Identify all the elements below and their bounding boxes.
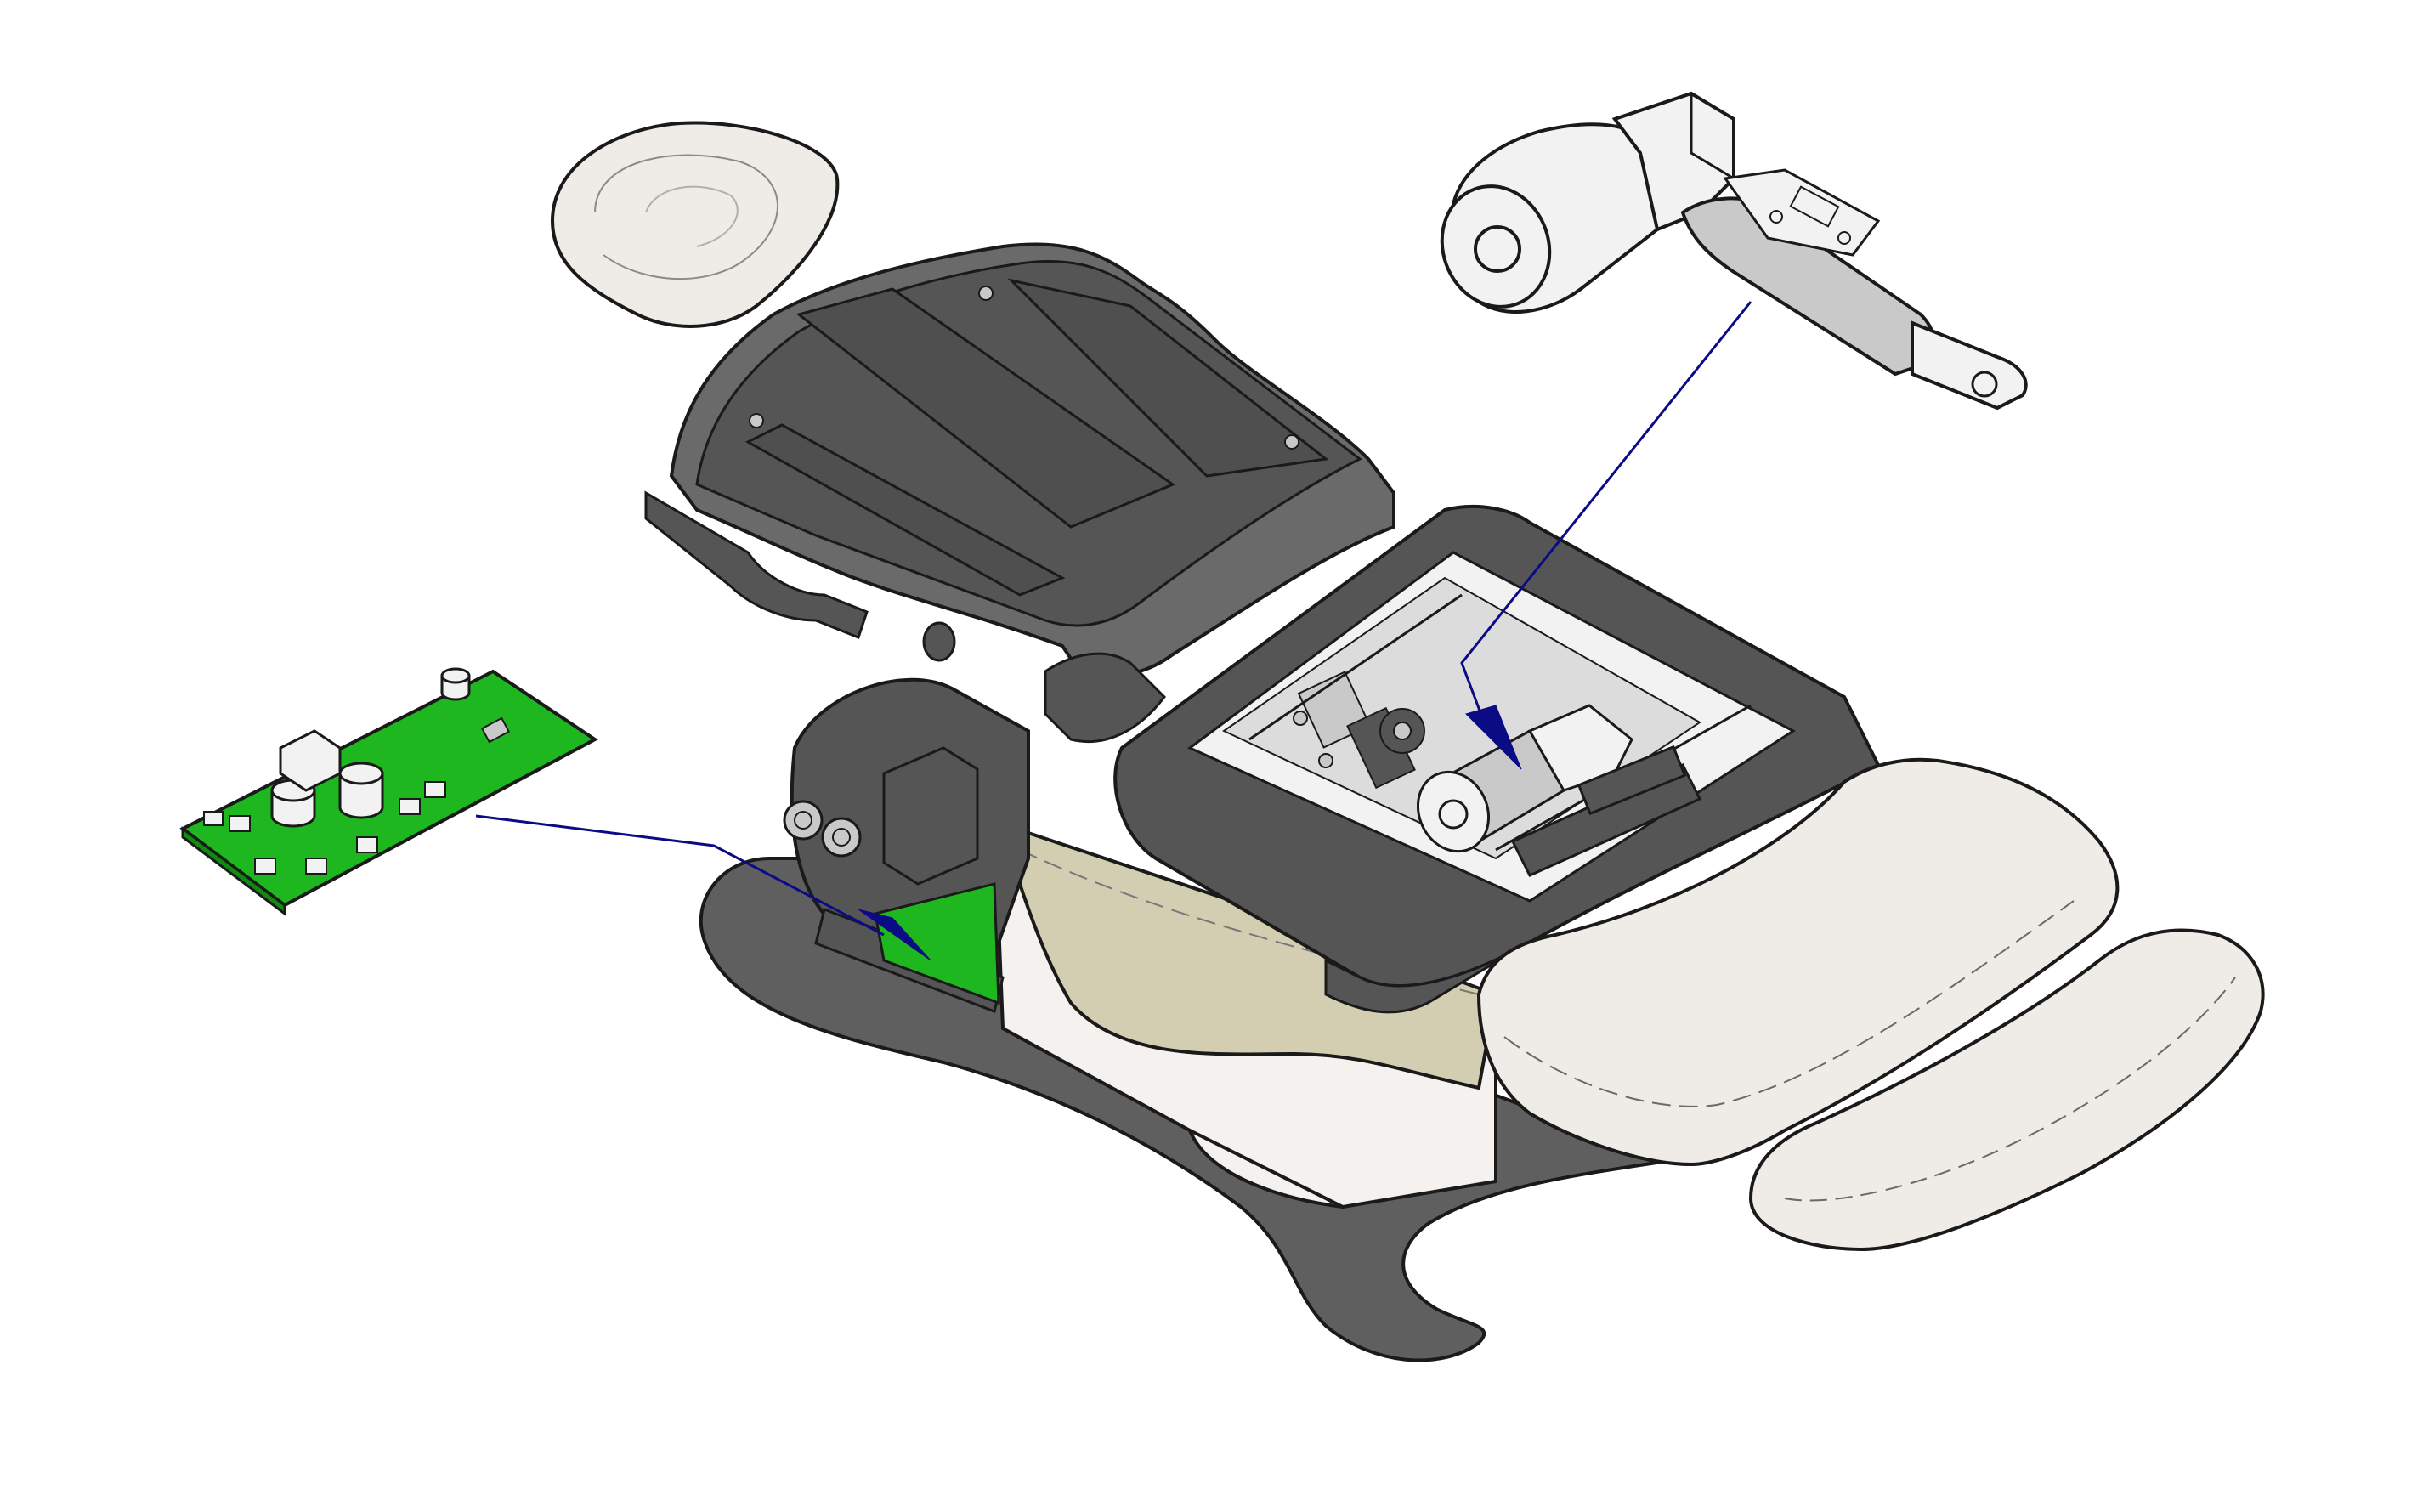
connector-icon xyxy=(203,811,224,826)
frame-rail xyxy=(1248,593,1463,741)
bolt-icon xyxy=(1318,753,1333,768)
rod-end xyxy=(1911,320,2028,411)
headrest xyxy=(550,121,840,328)
seat-cushion-seam xyxy=(1503,900,2075,1107)
callout-leader-line xyxy=(1460,301,1752,732)
circuit-board-icon xyxy=(179,667,598,916)
callouts xyxy=(475,301,1752,961)
tan-side-panel xyxy=(1000,821,1498,1090)
rear-knobs xyxy=(783,800,862,858)
seat-body xyxy=(783,677,1498,1209)
control-board xyxy=(179,667,598,916)
rod-eye-icon xyxy=(1971,371,1998,398)
callout-actuator xyxy=(1460,301,1752,770)
backrest xyxy=(644,242,1395,744)
installed-actuator xyxy=(1416,704,1702,877)
bolt-icon xyxy=(1837,231,1851,245)
gearbox-face xyxy=(1690,93,1735,180)
switch-icon xyxy=(1789,185,1840,228)
leg-cushion-icon xyxy=(1748,928,2265,1252)
callout-leader-line xyxy=(475,814,885,937)
capacitor-icon xyxy=(338,762,384,819)
leg-cushion xyxy=(1748,928,2265,1252)
chip-icon xyxy=(480,716,511,744)
connector-icon xyxy=(356,836,378,853)
gearbox-icon xyxy=(1527,704,1633,792)
headrest-contour xyxy=(645,185,739,247)
hinge-knob-icon xyxy=(922,621,956,662)
transformer-icon xyxy=(882,746,979,886)
connector-icon xyxy=(229,815,251,832)
transformer-icon xyxy=(279,729,342,792)
connector-icon xyxy=(305,858,327,875)
connector-icon xyxy=(254,858,276,875)
backrest-lower xyxy=(1044,652,1166,744)
backrest-hinge xyxy=(644,490,869,639)
capacitor-icon xyxy=(440,667,471,701)
actuator-tube xyxy=(1577,745,1687,816)
linear-actuator xyxy=(1440,91,2028,411)
linear-actuator-icon xyxy=(1440,91,2028,411)
knob-icon xyxy=(794,811,812,830)
callout-control-board xyxy=(475,814,931,961)
screw-icon xyxy=(749,413,764,428)
pcb-edge xyxy=(181,826,286,916)
leg-cushion-seam xyxy=(1784,977,2236,1202)
bolt-icon xyxy=(1293,711,1308,726)
pivot-icon xyxy=(1393,722,1412,740)
mechanism-parts xyxy=(1248,593,1752,852)
bolt-icon xyxy=(1769,210,1783,224)
seat-cushion xyxy=(1476,757,2120,1167)
seat-cushion-icon xyxy=(1476,757,2120,1167)
motor-hole-icon xyxy=(1474,225,1521,273)
pcb-surface xyxy=(179,669,598,908)
backrest-panel xyxy=(795,287,1176,529)
screw-icon xyxy=(978,286,994,301)
connector-icon xyxy=(399,798,421,815)
headrest-cushion-icon xyxy=(550,121,840,328)
callout-arrow-icon xyxy=(1465,705,1522,770)
callout-arrow-icon xyxy=(858,909,931,961)
knob-icon xyxy=(832,828,851,847)
connector-icon xyxy=(424,781,446,798)
screw-icon xyxy=(1284,434,1299,450)
motor-hole-icon xyxy=(1438,799,1469,830)
actuator-gearbox xyxy=(1611,91,1735,232)
backrest-panel xyxy=(1007,278,1329,478)
compartment-pcb xyxy=(874,882,1000,1005)
headrest-contour xyxy=(594,154,778,280)
backrest-panel xyxy=(744,423,1066,597)
